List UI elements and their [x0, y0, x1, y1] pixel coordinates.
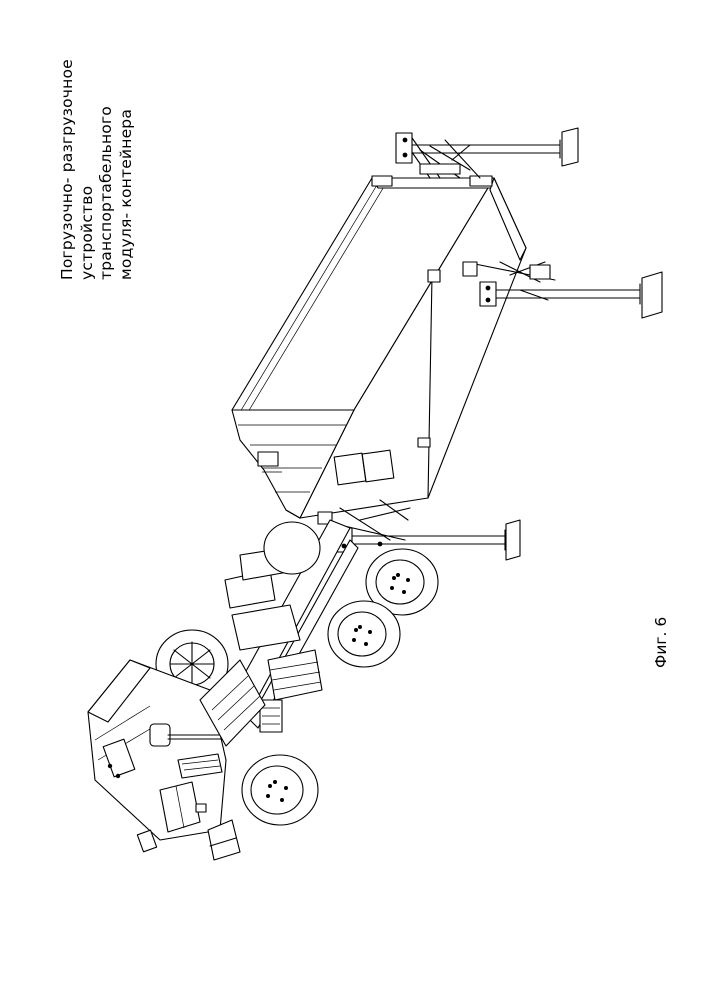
- fuel-tank: [232, 605, 300, 650]
- wheel-rear-right-2: [328, 601, 400, 667]
- support-foot-middle: [642, 272, 662, 318]
- wheel-front-right: [242, 755, 318, 825]
- support-leg-rear: [396, 128, 578, 178]
- support-foot-rear: [562, 128, 578, 166]
- container-module: [232, 176, 526, 518]
- side-vent: [418, 438, 430, 447]
- support-foot-front: [506, 520, 520, 560]
- wheel-left-back: [264, 522, 320, 574]
- side-hatch-right: [362, 450, 394, 482]
- side-hatch-left: [334, 453, 366, 485]
- air-filter: [150, 724, 170, 746]
